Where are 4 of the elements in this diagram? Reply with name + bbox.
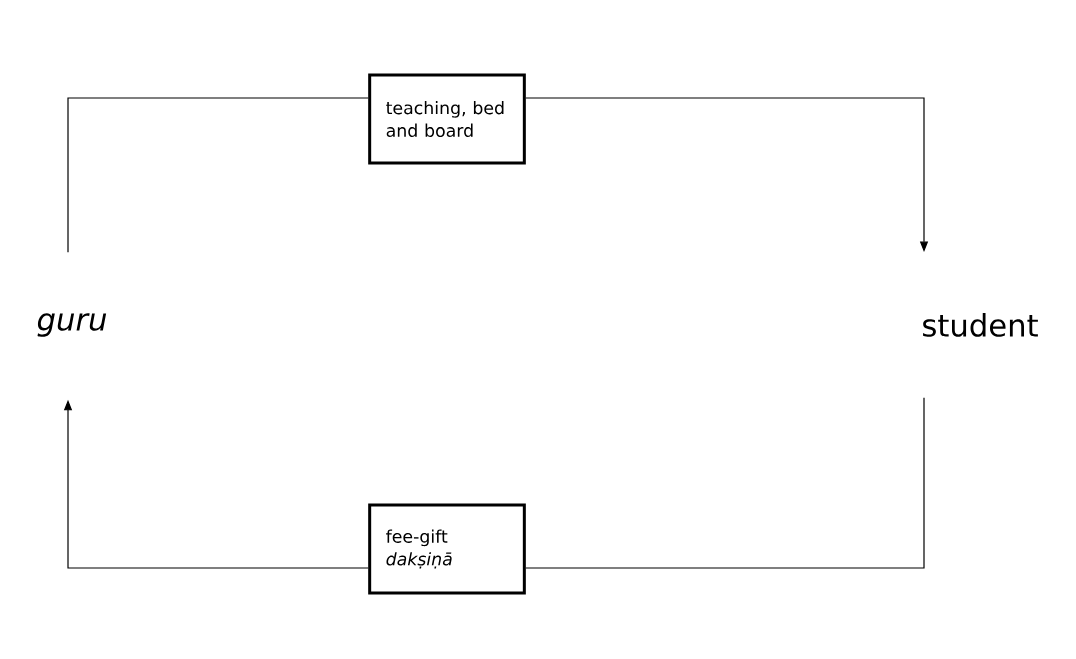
label-box: teaching, bed and board (368, 73, 526, 165)
label-box: fee-gift dakṣiṇā (368, 503, 526, 595)
label-text: guru (37, 313, 107, 337)
label-text: student (923, 313, 1038, 337)
